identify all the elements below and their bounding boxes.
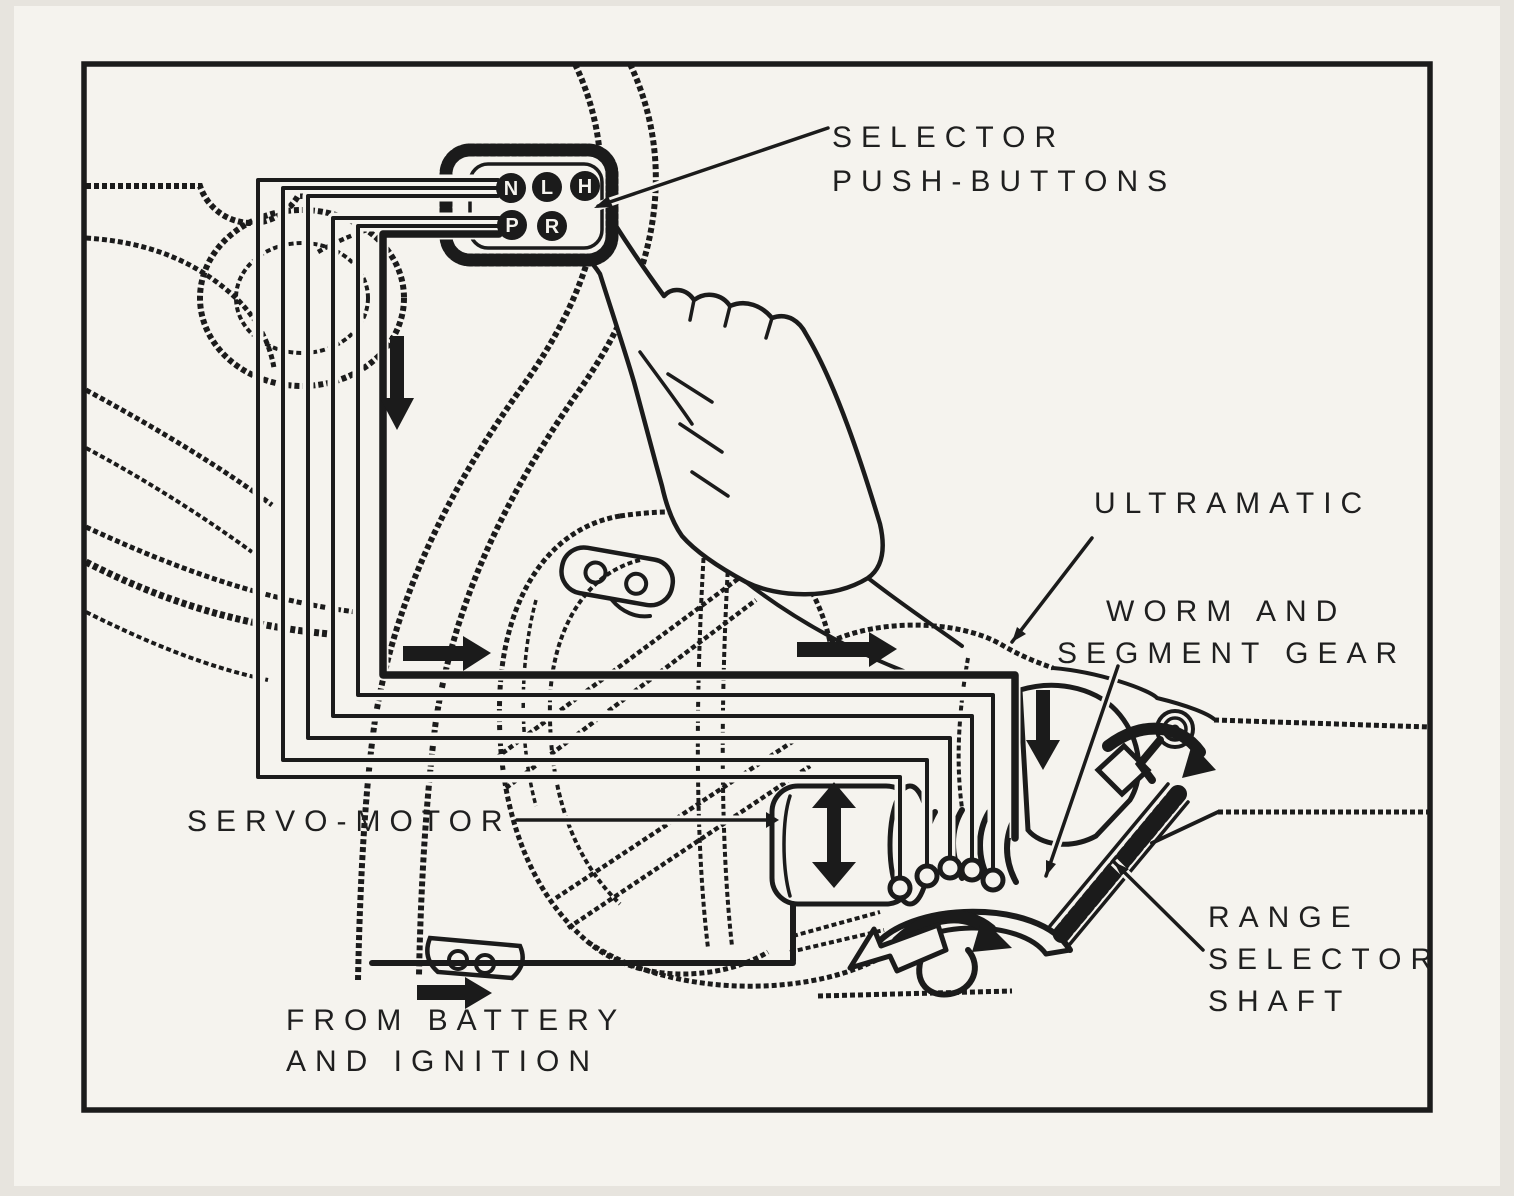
white-arrow-gear-output: [847, 922, 949, 974]
leader-worm-head: [1046, 860, 1056, 876]
wire-R: [356, 224, 995, 872]
selector-push-button-pod: [439, 143, 619, 267]
crank-lever: [1134, 736, 1164, 784]
thumb-line: [638, 350, 694, 426]
label-range-line1: RANGE: [1208, 901, 1360, 934]
bell-housing-outer: [496, 513, 770, 977]
terminal: [959, 857, 985, 883]
pan-hatch-line: [792, 910, 881, 938]
leader-servo-head: [766, 812, 779, 828]
leader-lines: [515, 123, 1207, 954]
knuckle-creases: [688, 298, 774, 340]
case-top-hump: [828, 622, 1054, 671]
wire-harness: [252, 174, 1021, 901]
leader-worm-gear: [1044, 664, 1120, 878]
hand-silhouette: [567, 204, 885, 597]
horn-ring-arc: [85, 446, 254, 554]
down-arrow-worm-gear: [1026, 690, 1060, 770]
right-arrow-wire-run-case: [797, 632, 897, 667]
wheel-spoke: [494, 574, 744, 760]
dashboard-top-edge: [86, 183, 453, 226]
oil-pan: [586, 912, 952, 989]
label-selector-line1: SELECTOR: [832, 121, 1065, 154]
driveshaft-upper: [1213, 717, 1430, 730]
leader-range-shaft: [1112, 860, 1205, 952]
curved-arrow-range-head: [1182, 744, 1216, 778]
servo-body-line: [782, 794, 792, 898]
up-down-arrow-icon: [812, 782, 856, 888]
steering-hub-inner: [234, 241, 370, 355]
button-P: [497, 210, 527, 240]
label-range-line2: SELECTOR: [1208, 943, 1441, 976]
labels: SELECTOR PUSH-BUTTONS ULTRAMATIC WORM AN…: [187, 121, 1441, 1078]
label-battery-line2: AND IGNITION: [286, 1045, 599, 1078]
gear-rocker-loop: [916, 947, 978, 998]
hand-fold-lines: [666, 372, 730, 498]
label-servo-motor: SERVO-MOTOR: [187, 805, 512, 838]
button-H-label: H: [578, 176, 592, 198]
tail-housing-bottom: [1150, 810, 1220, 845]
button-H: [570, 171, 600, 201]
terminal: [980, 867, 1006, 893]
terminal: [914, 863, 940, 889]
wire-N: [256, 178, 902, 880]
steering-hub: [197, 207, 407, 389]
wire-energized-circuit: [379, 230, 1019, 842]
label-battery-line1: FROM BATTERY: [286, 1004, 626, 1037]
wire-L: [281, 186, 929, 868]
wire-P: [331, 216, 974, 862]
dashboard-column-cover: [85, 235, 277, 369]
leader-ultramatic-head: [1012, 627, 1026, 642]
button-P-label: P: [505, 215, 518, 237]
curved-arrow-range-shaft: [1102, 722, 1206, 758]
front-mount: [425, 935, 525, 981]
flow-arrows: [380, 336, 1060, 1009]
button-N-label: N: [504, 178, 518, 200]
down-arrow-wire-descent: [380, 336, 414, 430]
right-arrow-wire-run-left: [403, 636, 491, 671]
curved-arrow-head: [972, 918, 1012, 952]
right-arrow-battery-feed: [417, 977, 492, 1009]
tail-housing-top: [1051, 666, 1216, 721]
wheel-spoke: [566, 764, 812, 930]
button-L-label: L: [541, 177, 553, 199]
pan-rear-line: [817, 988, 1013, 999]
push-buttons: N L H P R: [496, 171, 600, 241]
leader-ultramatic: [1010, 536, 1094, 644]
horn-ring-arc: [84, 524, 357, 615]
leader-selector-head: [594, 196, 613, 208]
wire-H: [306, 194, 952, 860]
diagram-frame-border: [81, 61, 1433, 1113]
label-range-line3: SHAFT: [1208, 985, 1351, 1018]
label-worm-line2: SEGMENT GEAR: [1057, 637, 1406, 670]
label-worm-line1: WORM AND: [1106, 595, 1346, 628]
wheel-rim-outer: [355, 62, 604, 981]
stalk-bolt: [624, 571, 649, 596]
button-R-label: R: [545, 216, 560, 238]
button-L: [532, 172, 562, 202]
horn-ring-arc: [85, 610, 269, 682]
terminal: [937, 855, 963, 881]
label-ultramatic: ULTRAMATIC: [1094, 487, 1371, 520]
terminal: [887, 875, 913, 901]
stalk-hook: [610, 598, 652, 619]
stalk-bolt: [583, 560, 608, 585]
leader-range-head: [1114, 862, 1129, 876]
label-selector-line2: PUSH-BUTTONS: [832, 165, 1176, 198]
button-R: [537, 211, 567, 241]
leader-selector: [596, 126, 830, 208]
button-N: [496, 173, 526, 203]
wheel-rim-inner: [416, 62, 659, 976]
forearm-top: [866, 576, 964, 648]
